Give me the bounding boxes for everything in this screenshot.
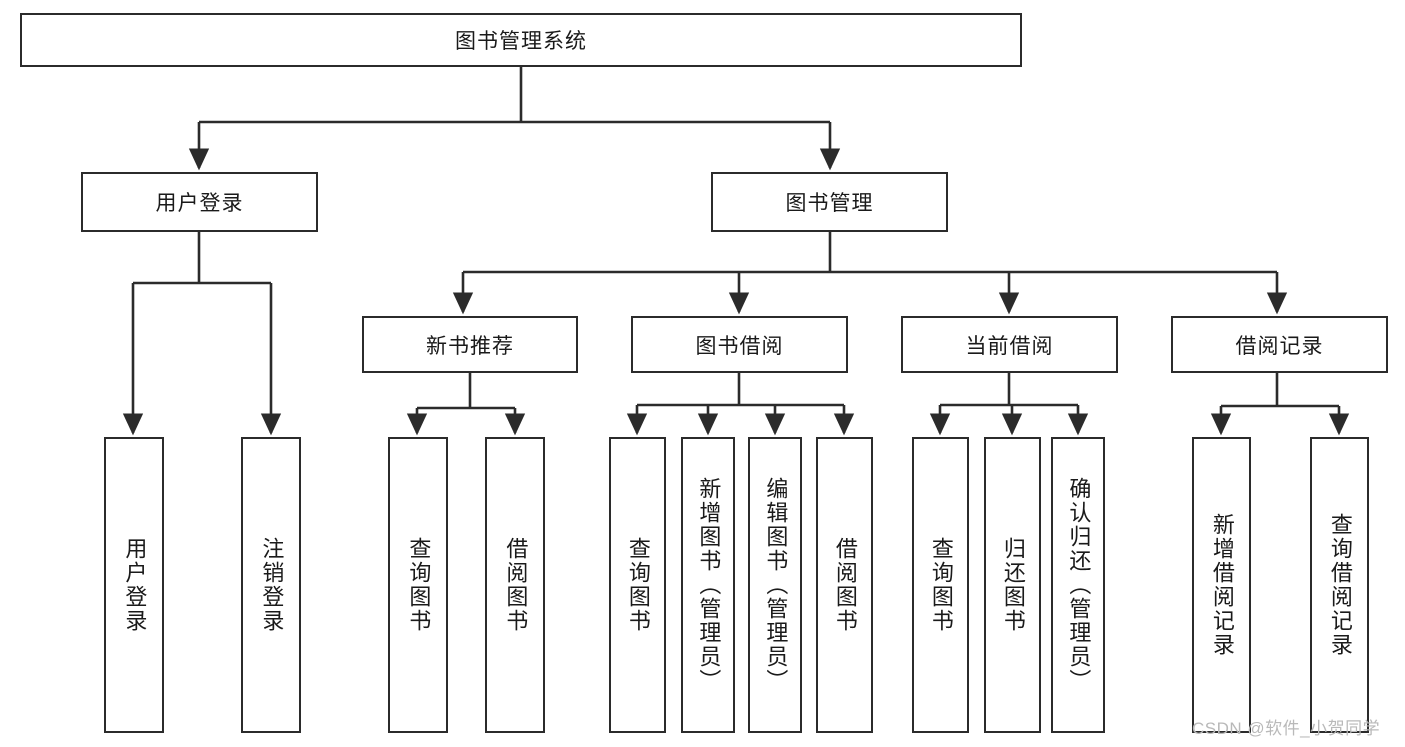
leaf-node-label: 确认归还（管理员） (1066, 477, 1092, 693)
node-book-management[interactable]: 图书管理 (711, 172, 948, 232)
leaf-node-label: 新增图书（管理员） (696, 477, 722, 693)
leaf-node-label: 查询图书 (406, 537, 432, 633)
leaf-node[interactable]: 查询图书 (609, 437, 666, 733)
leaf-node[interactable]: 编辑图书（管理员） (748, 437, 802, 733)
node-borrow-record[interactable]: 借阅记录 (1171, 316, 1388, 373)
node-book-management-label: 图书管理 (785, 192, 874, 215)
leaf-node-label: 借阅图书 (832, 537, 858, 633)
leaf-node[interactable]: 借阅图书 (485, 437, 545, 733)
leaf-node-label: 查询图书 (928, 537, 954, 633)
node-user-login[interactable]: 用户登录 (81, 172, 318, 232)
leaf-node[interactable]: 新增借阅记录 (1192, 437, 1251, 733)
leaf-node[interactable]: 新增图书（管理员） (681, 437, 735, 733)
node-book-borrow[interactable]: 图书借阅 (631, 316, 848, 373)
node-root-label: 图书管理系统 (455, 30, 587, 53)
leaf-node[interactable]: 查询图书 (912, 437, 969, 733)
node-user-login-label: 用户登录 (155, 192, 244, 215)
leaf-node-label: 查询借阅记录 (1327, 513, 1353, 657)
leaf-node-label: 用户登录 (122, 537, 148, 633)
leaf-node[interactable]: 借阅图书 (816, 437, 873, 733)
node-new-book-recommend-label: 新书推荐 (426, 334, 514, 358)
node-borrow-record-label: 借阅记录 (1235, 334, 1324, 358)
leaf-node[interactable]: 用户登录 (104, 437, 164, 733)
leaf-node[interactable]: 查询借阅记录 (1310, 437, 1369, 733)
node-current-borrow[interactable]: 当前借阅 (901, 316, 1118, 373)
leaf-node-label: 查询图书 (625, 537, 651, 633)
leaf-node[interactable]: 查询图书 (388, 437, 448, 733)
leaf-node[interactable]: 归还图书 (984, 437, 1041, 733)
node-new-book-recommend[interactable]: 新书推荐 (362, 316, 578, 373)
leaf-node[interactable]: 确认归还（管理员） (1051, 437, 1105, 733)
node-root-system[interactable]: 图书管理系统 (20, 13, 1022, 67)
watermark-text: CSDN @软件_小贺同学 (1192, 719, 1381, 738)
leaf-node-label: 注销登录 (259, 537, 285, 633)
leaf-node-label: 编辑图书（管理员） (763, 477, 789, 693)
leaf-node-label: 借阅图书 (503, 537, 529, 633)
leaf-node-label: 归还图书 (1000, 537, 1026, 633)
leaf-node-label: 新增借阅记录 (1209, 513, 1235, 657)
node-current-borrow-label: 当前借阅 (965, 334, 1054, 358)
leaf-node[interactable]: 注销登录 (241, 437, 301, 733)
node-book-borrow-label: 图书借阅 (695, 334, 784, 358)
